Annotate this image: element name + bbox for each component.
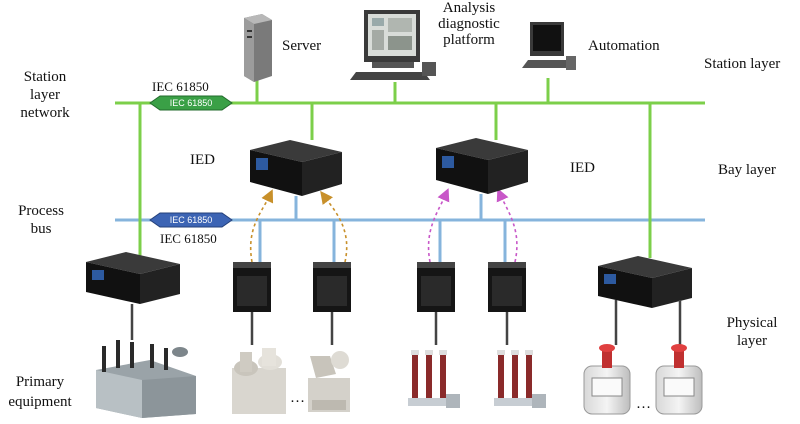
- ied-right-device: [436, 138, 528, 194]
- orange-arrow-2: [320, 190, 348, 263]
- magenta-arrow-1: [427, 188, 450, 263]
- orange-arrow-1: [249, 189, 274, 263]
- gis-equipment-1: [232, 348, 286, 414]
- analysis-workstation-icon: [350, 10, 436, 80]
- ellipsis-right: …: [636, 396, 651, 412]
- right-protection-ied: [598, 256, 692, 308]
- merging-unit-2: [313, 262, 351, 312]
- circuit-breaker-2: [494, 350, 546, 408]
- magenta-arrow-2: [496, 188, 518, 263]
- server-icon: [244, 14, 272, 82]
- server-label: Server: [282, 38, 322, 54]
- automation-label: Automation: [588, 38, 660, 54]
- ellipsis-left: …: [290, 390, 305, 406]
- transformer-icon: [96, 340, 196, 418]
- instrument-transformer-1: [583, 344, 631, 415]
- equipment-cables: [130, 300, 682, 345]
- automation-computer-icon: [522, 22, 576, 70]
- station-network-label: Station layer network: [20, 69, 70, 121]
- process-protocol-badge-label: IEC 61850: [169, 215, 213, 225]
- gis-equipment-2: [308, 351, 350, 412]
- station-protocol-badge: [149, 95, 233, 111]
- physical-layer-label: Physical layer: [726, 315, 778, 349]
- primary-equipment-label: Primary equipment: [8, 374, 72, 410]
- station-layer-label: Station layer: [704, 56, 781, 72]
- merging-unit-4: [488, 262, 526, 312]
- ied-left-label: IED: [190, 152, 215, 168]
- merging-unit-3: [417, 262, 455, 312]
- process-bus-label: Process bus: [18, 203, 64, 237]
- analysis-label: Analysis diagnostic platform: [438, 0, 500, 48]
- process-protocol-text: IEC 61850: [160, 231, 217, 246]
- ied-right-label: IED: [570, 160, 595, 176]
- bay-layer-label: Bay layer: [718, 162, 776, 178]
- left-protection-ied: [86, 252, 180, 304]
- merging-unit-1: [233, 262, 271, 312]
- ied-left-device: [250, 140, 342, 196]
- process-protocol-badge: [149, 212, 233, 228]
- station-protocol-badge-label: IEC 61850: [169, 98, 213, 108]
- station-protocol-text: IEC 61850: [152, 79, 209, 94]
- circuit-breaker-1: [408, 350, 460, 408]
- instrument-transformer-2: [655, 344, 703, 415]
